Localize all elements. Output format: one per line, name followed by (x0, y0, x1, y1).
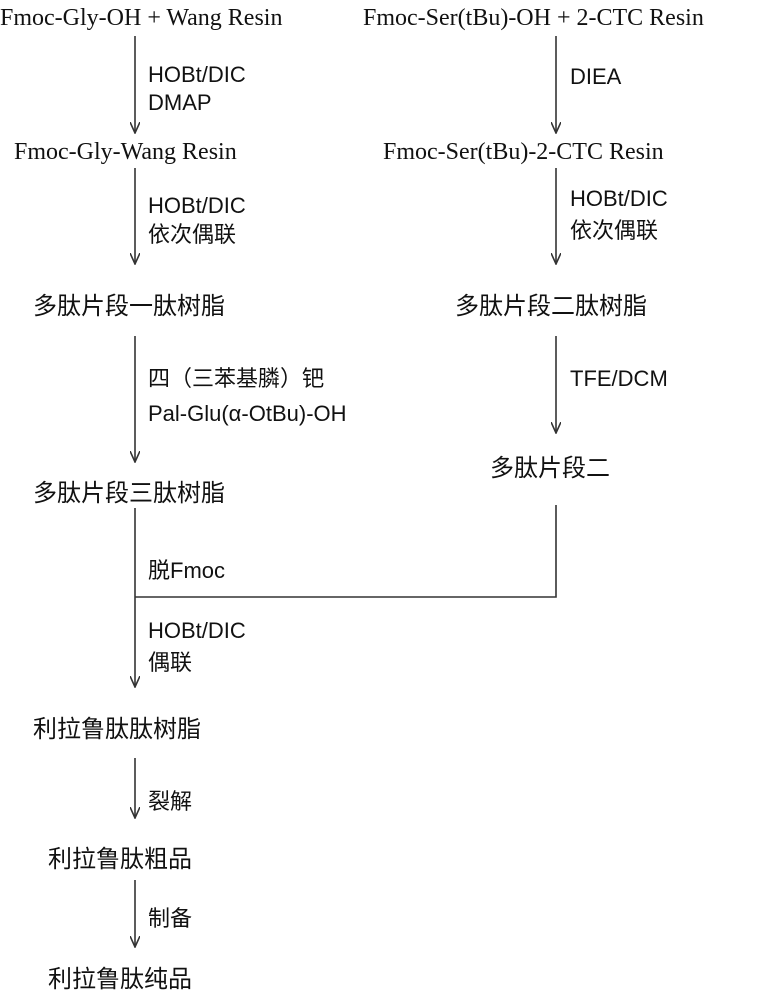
merge-connector (135, 505, 557, 598)
right-step3-cleavage: TFE/DCM (570, 366, 668, 391)
left-step3-reagent: Pal-Glu(α-OtBu)-OH (148, 401, 347, 426)
right-node-fragment2-resin: 多肽片段二肽树脂 (455, 293, 647, 320)
right-node-fmoc-ser-2ctc-resin: Fmoc-Ser(tBu)-2-CTC Resin (383, 139, 664, 165)
left-node-fragment1-resin: 多肽片段一肽树脂 (33, 293, 225, 320)
left-node-fragment3-resin: 多肽片段三肽树脂 (33, 480, 225, 507)
left-step7-preparation: 制备 (148, 906, 193, 931)
left-node-liraglutide-crude: 利拉鲁肽粗品 (48, 846, 192, 873)
left-step6-cleavage: 裂解 (148, 789, 193, 814)
left-step3-catalyst: 四（三苯基膦）钯 (148, 366, 325, 391)
left-node-liraglutide-pure: 利拉鲁肽纯品 (48, 966, 192, 993)
left-step5-condition: 偶联 (148, 650, 193, 675)
left-step4-deprotection: 脱Fmoc (148, 558, 226, 583)
left-node-liraglutide-resin: 利拉鲁肽肽树脂 (33, 716, 201, 743)
right-step1-base: DIEA (570, 64, 622, 89)
right-step2-condition: 依次偶联 (570, 218, 659, 243)
right-node-fragment2: 多肽片段二 (490, 455, 610, 482)
left-step1-reagent: HOBt/DIC (148, 62, 246, 87)
left-step5-reagent: HOBt/DIC (148, 618, 246, 643)
left-step1-catalyst: DMAP (148, 90, 212, 115)
left-node-fmoc-gly-wang-resin: Fmoc-Gly-Wang Resin (14, 139, 237, 165)
left-step2-condition: 依次偶联 (148, 222, 237, 247)
right-step2-reagent: HOBt/DIC (570, 186, 668, 211)
left-start-node: Fmoc-Gly-OH + Wang Resin (0, 5, 283, 31)
left-step2-reagent: HOBt/DIC (148, 193, 246, 218)
right-start-node: Fmoc-Ser(tBu)-OH + 2-CTC Resin (363, 5, 704, 31)
